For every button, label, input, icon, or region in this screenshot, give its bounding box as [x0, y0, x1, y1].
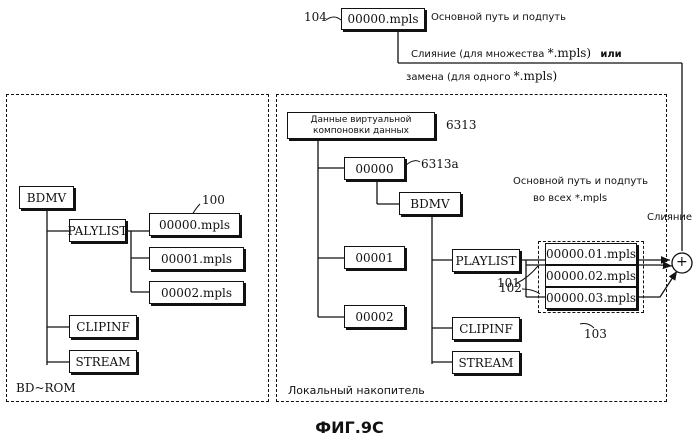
right-playlist-box: PLAYLIST	[452, 249, 520, 272]
merge-label: Слияние	[647, 212, 692, 223]
replace-note: замена (для одного *.mpls)	[406, 69, 557, 83]
left-stream-box: STREAM	[69, 350, 137, 373]
right-bdmv-box: BDMV	[399, 192, 461, 215]
ref-103: 103	[584, 327, 607, 341]
ref-104: 104	[304, 10, 327, 24]
left-file-1: 00001.mpls	[149, 247, 244, 270]
ref-102: 102	[499, 281, 522, 295]
replace-note-suffix: *.mpls)	[514, 69, 558, 83]
local-storage-label: Локальный накопитель	[288, 384, 425, 397]
left-bdmv-box: BDMV	[19, 186, 74, 209]
right-file-2: 00000.03.mpls	[545, 287, 637, 309]
merge-note-prefix: Слияние (для множества	[411, 49, 544, 60]
left-file-0: 00000.mpls	[149, 213, 240, 236]
group-title-line-2: во всех *.mpls	[533, 193, 607, 204]
figure-caption: ФИГ.9С	[0, 418, 699, 437]
bd-rom-label: BD~ROM	[16, 381, 76, 395]
right-stream-box: STREAM	[452, 351, 520, 374]
virtual-layout-box: Данные виртуальной компоновки данных	[287, 112, 435, 139]
dir-box-00001: 00001	[344, 246, 405, 269]
merge-plus-symbol: +	[676, 254, 688, 270]
left-file-2: 00002.mpls	[149, 281, 244, 304]
ref-100: 100	[202, 193, 225, 207]
top-mpls-file-box: 00000.mpls	[341, 8, 425, 30]
replace-note-prefix: замена	[406, 72, 444, 83]
left-clipinf-box: CLIPINF	[69, 315, 137, 338]
merge-note-suffix: *.mpls)	[548, 46, 592, 60]
right-file-1: 00000.02.mpls	[545, 265, 637, 287]
merge-note: Слияние (для множества *.mpls) или	[411, 46, 622, 60]
dir-box-00002: 00002	[344, 305, 405, 328]
ref-6313a: 6313a	[421, 157, 459, 171]
left-playlist-box: PALYLIST	[69, 219, 126, 242]
replace-note-paren: (для одного	[447, 72, 510, 83]
right-file-0: 00000.01.mpls	[545, 243, 637, 265]
merge-note-or: или	[600, 49, 621, 60]
top-description: Основной путь и подпуть	[431, 12, 566, 23]
dir-box-00000: 00000	[344, 157, 405, 180]
right-clipinf-box: CLIPINF	[452, 317, 520, 340]
group-title-line-1: Основной путь и подпуть	[513, 176, 648, 187]
ref-6313: 6313	[446, 118, 477, 132]
